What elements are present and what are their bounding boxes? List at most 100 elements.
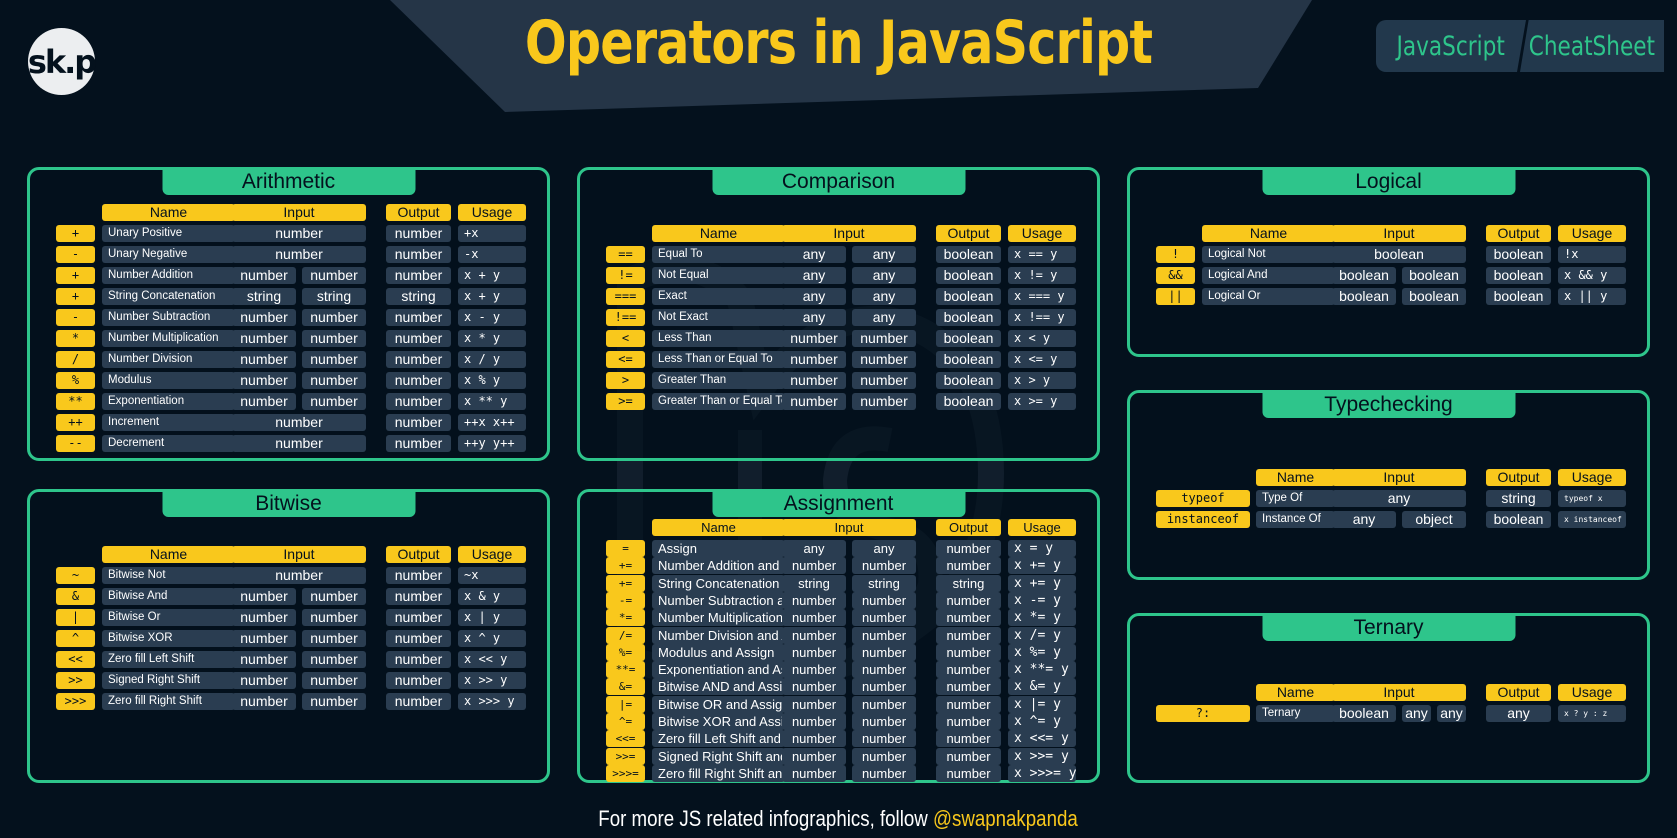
operator-input: number: [232, 672, 296, 689]
operator-usage: ~x: [458, 567, 526, 584]
operator-name: Exponentiation and Assign: [652, 661, 785, 679]
operator-usage: x *= y: [1008, 609, 1076, 627]
operator-name: Number Addition and Assign: [652, 557, 785, 575]
operator-name: Less Than or Equal To: [652, 351, 785, 368]
operator-name: Bitwise XOR and Assign: [652, 713, 785, 730]
operator-usage: x < y: [1008, 330, 1076, 347]
operator-name: Type Of: [1256, 490, 1335, 507]
operator-name: Signed Right Shift: [102, 672, 235, 689]
operator-input: number: [782, 393, 846, 410]
operator-input: number: [852, 609, 916, 627]
operator-symbol: <<: [56, 651, 95, 668]
operator-symbol: &&: [1156, 267, 1195, 284]
operator-usage: ++y y++: [458, 435, 526, 452]
operator-symbol: *=: [606, 609, 645, 627]
operator-symbol: +=: [606, 557, 645, 575]
header-input: Input: [782, 519, 916, 536]
operator-symbol: >>>=: [606, 764, 645, 782]
operator-usage: x + y: [458, 288, 526, 305]
operator-output: number: [936, 713, 1001, 730]
operator-input: number: [852, 747, 916, 765]
operator-input: number: [852, 626, 916, 644]
operator-input: boolean: [1332, 246, 1466, 263]
operator-input: number: [782, 730, 846, 748]
operator-output: number: [936, 730, 1001, 748]
operator-usage: x == y: [1008, 246, 1076, 263]
operator-output: number: [936, 609, 1001, 627]
operator-symbol: |: [56, 609, 95, 626]
operator-usage: x += y: [1008, 574, 1076, 592]
operator-input: any: [782, 540, 846, 557]
operator-symbol: >>: [56, 672, 95, 689]
operator-output: boolean: [936, 246, 1001, 263]
header-name: Name: [102, 546, 235, 563]
header-input: Input: [1332, 469, 1466, 486]
operator-name: Number Multiplication and Assign: [652, 609, 785, 627]
operator-name: Zero fill Left Shift and Assign: [652, 730, 785, 748]
operator-usage: !x: [1558, 246, 1626, 263]
operator-input: number: [782, 747, 846, 765]
operator-output: number: [386, 651, 451, 668]
operator-input: number: [852, 713, 916, 730]
operator-usage: x -= y: [1008, 591, 1076, 609]
operator-input: number: [852, 643, 916, 661]
operator-output: number: [386, 225, 451, 242]
operator-input: number: [782, 764, 846, 782]
panel-title-arithmetic: Arithmetic: [162, 168, 415, 195]
operator-usage: x & y: [458, 588, 526, 605]
operator-output: number: [386, 351, 451, 368]
operator-input: number: [302, 588, 366, 605]
operator-usage: x > y: [1008, 372, 1076, 389]
operator-output: number: [386, 588, 451, 605]
operator-input: object: [1402, 511, 1466, 528]
footer-handle[interactable]: @swapnakpanda: [933, 806, 1079, 831]
footer-text: For more JS related infographics, follow: [598, 806, 934, 831]
operator-symbol: +: [56, 267, 95, 284]
header-usage: Usage: [1558, 469, 1626, 486]
operator-name: Exact: [652, 288, 785, 305]
operator-name: Modulus and Assign: [652, 643, 785, 661]
operator-input: number: [782, 557, 846, 575]
operator-output: boolean: [936, 393, 1001, 410]
operator-input: any: [782, 246, 846, 263]
operator-usage: x <<= y: [1008, 730, 1076, 748]
operator-symbol: ?:: [1156, 705, 1250, 722]
operator-usage: x - y: [458, 309, 526, 326]
operator-usage: x != y: [1008, 267, 1076, 284]
header-usage: Usage: [1558, 684, 1626, 701]
operator-symbol: +: [56, 225, 95, 242]
operator-symbol: >>=: [606, 747, 645, 765]
operator-usage: -x: [458, 246, 526, 263]
operator-usage: x ? y : z: [1558, 705, 1626, 722]
operator-usage: x | y: [458, 609, 526, 626]
operator-input: number: [232, 630, 296, 647]
operator-input: boolean: [1402, 267, 1466, 284]
operator-symbol: +=: [606, 574, 645, 592]
operator-usage: x |= y: [1008, 695, 1076, 713]
operator-input: any: [852, 309, 916, 326]
operator-symbol: >>>: [56, 693, 95, 710]
operator-name: Assign: [652, 540, 785, 557]
tag-cheatsheet: CheatSheet: [1520, 20, 1664, 72]
operator-output: string: [386, 288, 451, 305]
operator-name: Not Equal: [652, 267, 785, 284]
operator-input: number: [232, 588, 296, 605]
operator-symbol: ===: [606, 288, 645, 305]
operator-input: number: [782, 643, 846, 661]
operator-input: number: [782, 609, 846, 627]
operator-usage: x %= y: [1008, 643, 1076, 661]
operator-input: number: [232, 372, 296, 389]
operator-output: number: [386, 330, 451, 347]
operator-symbol: /=: [606, 626, 645, 644]
operator-symbol: !=: [606, 267, 645, 284]
header-output: Output: [1486, 469, 1551, 486]
operator-input: any: [1332, 490, 1466, 507]
operator-symbol: ++: [56, 414, 95, 431]
operator-input: number: [302, 693, 366, 710]
operator-symbol: =: [606, 540, 645, 557]
operator-name: Zero fill Right Shift: [102, 693, 235, 710]
